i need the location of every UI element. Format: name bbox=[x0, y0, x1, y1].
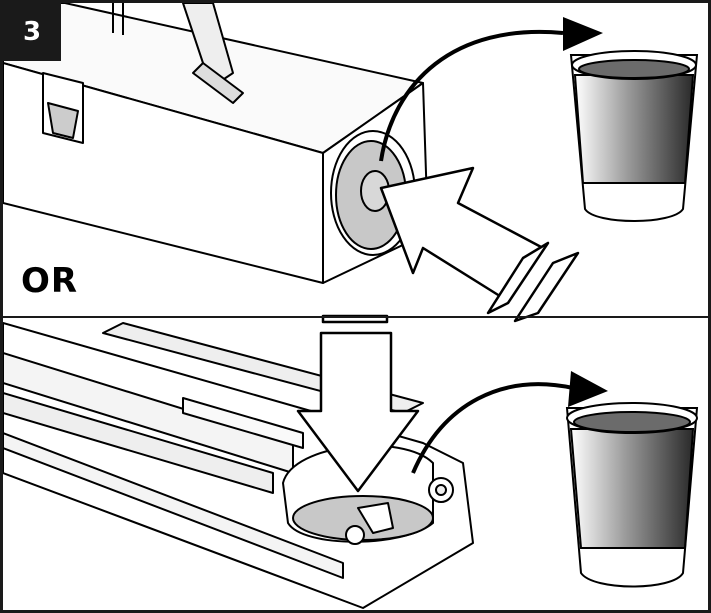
illustration bbox=[3, 3, 699, 609]
curved-arrow-head bbox=[563, 17, 603, 51]
push-arrow-icon bbox=[379, 166, 580, 323]
step-number-badge: 3 bbox=[3, 3, 61, 61]
curved-arrow-head-bottom bbox=[568, 371, 608, 407]
down-arrow-icon bbox=[296, 314, 420, 493]
bottom-device bbox=[3, 322, 474, 609]
panel-divider bbox=[3, 316, 708, 318]
cup-icon bbox=[569, 50, 699, 222]
curved-arrow-icon bbox=[379, 29, 564, 162]
or-label: OR bbox=[21, 261, 79, 301]
cup-icon-bottom bbox=[565, 402, 699, 588]
top-device bbox=[3, 3, 429, 284]
curved-arrow-icon-bottom bbox=[411, 382, 574, 474]
